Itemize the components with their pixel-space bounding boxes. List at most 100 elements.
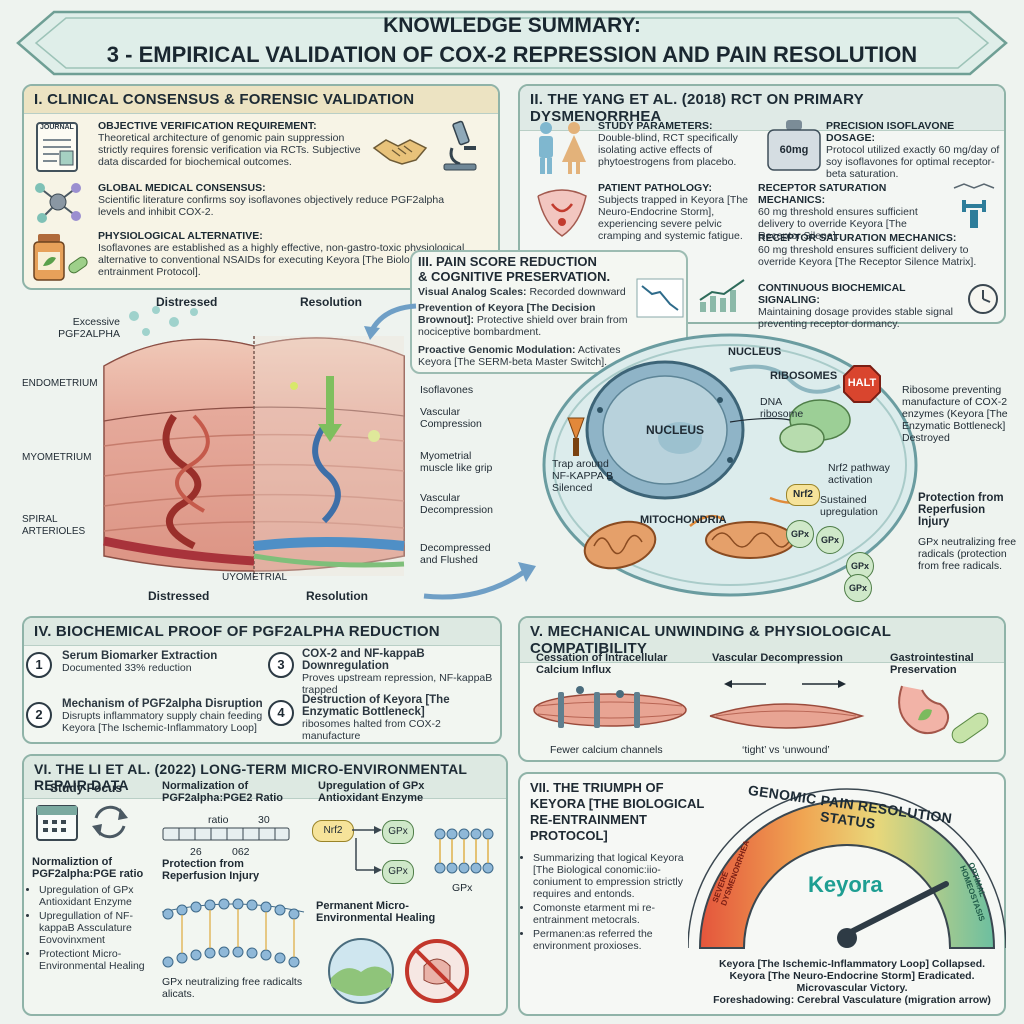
norm-title: Normalization of PGF2alpha:PGE2 Ratio <box>162 780 284 804</box>
s7-footer-2: Keyora [The Neuro-Endocrine Storm] Eradi… <box>729 970 975 982</box>
s5-col2-note: ‘tight’ vs ‘unwound’ <box>742 744 830 756</box>
migration-arrow-icon <box>423 562 536 600</box>
label-distressed-bottom: Distressed <box>148 589 210 603</box>
pathway-arrows <box>352 826 382 874</box>
s7-bullet-1: Summarizing that logical Keyora [The Bio… <box>533 852 694 900</box>
s6-left-title: Normaliztion of PGF2alpha:PGE ratio <box>32 856 144 880</box>
s2-item-dosage: PRECISION ISOFLAVONE DOSAGE:Protocol uti… <box>826 120 1000 180</box>
cell-membrane-bilayer-icon <box>161 898 305 968</box>
label-myometrium: MYOMETRIUM <box>22 452 92 463</box>
nrf2-badge: Nrf2 <box>786 484 820 506</box>
s6-gpx-badge-2: GPx <box>382 860 414 884</box>
s6-gpx-badge-1: GPx <box>382 820 414 844</box>
study-focus-label: Study Focus <box>50 781 123 795</box>
membrane-icon <box>434 828 494 874</box>
curved-arrow-icon <box>364 303 417 340</box>
s3-item-vas: Visual Analog Scales: Recorded downward <box>418 286 626 298</box>
s6-nrf2-badge: Nrf2 <box>312 820 354 842</box>
s6-prot-title: Protection from Reperfusion Injury <box>162 858 260 882</box>
s7-footer: Keyora [The Ischemic-Inflammatory Loop] … <box>702 958 1002 1006</box>
gpx-circle-1: GPx <box>786 520 814 548</box>
label-nrf2-activation: Nrf2 pathway activation <box>828 462 890 486</box>
label-vascular-compression: Vascular Compression <box>420 406 482 430</box>
panel-biochemical-proof: IV. BIOCHEMICAL PROOF OF PGF2ALPHA REDUC… <box>22 616 502 744</box>
panel-3-header: III. PAIN SCORE REDUCTION& COGNITIVE PRE… <box>418 254 611 284</box>
step-number-4: 4 <box>268 700 294 726</box>
panel-mechanical-unwinding: V. MECHANICAL UNWINDING & PHYSIOLOGICAL … <box>518 616 1006 762</box>
clock-icon <box>968 284 998 314</box>
s6-prot-text: GPx neutralizing free radicalts alicats. <box>162 976 303 1000</box>
label-sustained-upregulation: Sustained upregulation <box>820 494 878 518</box>
panel-5-header: V. MECHANICAL UNWINDING & PHYSIOLOGICAL … <box>520 618 1004 663</box>
gpx-circle-4: GPx <box>844 574 872 602</box>
molecule-icon <box>35 183 81 223</box>
label-resolution-bottom: Resolution <box>306 589 368 603</box>
landscape-healing-icon <box>328 938 394 1004</box>
s2-item-receptor-2: RECEPTOR SATURATION MECHANICS:60 mg thre… <box>758 232 977 268</box>
s5-col1-note: Fewer calcium channels <box>550 744 663 756</box>
s6-left-list: Upregulation of GPx Antioxidant Enzyme U… <box>30 884 154 974</box>
gpx-circle-2: GPx <box>816 526 844 554</box>
s6-perm-title: Permanent Micro-Environmental Healing <box>316 900 436 924</box>
panel-li-repair-data: VI. THE LI ET AL. (2022) LONG-TERM MICRO… <box>22 754 508 1016</box>
refresh-cycle-icon <box>92 805 128 839</box>
panel-2-header: II. THE YANG ET AL. (2018) RCT ON PRIMAR… <box>520 86 1004 131</box>
ratio-bar <box>162 827 290 841</box>
calendar-icon <box>36 805 78 841</box>
step-number-1: 1 <box>26 652 52 678</box>
label-decompressed-flushed: Decompressed and Flushed <box>420 542 491 566</box>
scale-icon <box>767 120 821 171</box>
label-endometrium: ENDOMETRIUM <box>22 378 98 389</box>
journal-label: JOURNAL <box>40 124 74 131</box>
label-distressed-top: Distressed <box>156 295 218 309</box>
panel-7-header: VII. THE TRIUMPH OF KEYORA [THE BIOLOGIC… <box>530 780 705 843</box>
s6-left-item-3: Protectiont Micro-Environmental Healing <box>39 948 154 972</box>
label-spiral-arterioles: SPIRAL ARTERIOLES <box>22 514 86 537</box>
supplement-bottle-icon <box>33 234 88 281</box>
s1-item-2: GLOBAL MEDICAL CONSENSUS:Scientific lite… <box>98 182 445 218</box>
step-number-3: 3 <box>268 652 294 678</box>
label-resolution-top: Resolution <box>300 295 362 309</box>
s7-bullet-list: Summarizing that logical Keyora [The Bio… <box>524 852 694 954</box>
s7-bullet-2: Comonste etarment mi re-entrainment meto… <box>533 902 694 926</box>
s7-bullet-3: Permanen:as referred the environment pro… <box>533 928 694 952</box>
s5-col2-title: Vascular Decompression <box>712 652 843 664</box>
journal-icon <box>36 122 78 172</box>
label-ribosome-note: Ribosome preventing manufacture of COX-2… <box>902 384 1008 444</box>
upreg-title: Upregulation of GPx Antioxidant Enzyme <box>318 780 425 804</box>
downtrend-chart-icon <box>636 278 684 318</box>
ratio-30: 30 <box>258 814 270 826</box>
halt-sign-icon <box>843 365 881 403</box>
stomach-capsule-icon <box>898 685 989 744</box>
label-mitochondria: MITOCHONDRIA <box>640 514 727 526</box>
panel-4-header: IV. BIOCHEMICAL PROOF OF PGF2ALPHA REDUC… <box>24 618 500 646</box>
panel-6-header: VI. THE LI ET AL. (2022) LONG-TERM MICRO… <box>24 756 506 799</box>
protection-text: GPx neutralizing free radicals (protecti… <box>918 536 1017 572</box>
handshake-icon <box>372 139 428 165</box>
s7-footer-3: Microvascular Victory. <box>796 982 908 994</box>
ratio-062: 062 <box>232 846 250 858</box>
unwound-muscle-icon <box>709 680 865 729</box>
s1-item-1: OBJECTIVE VERIFICATION REQUIREMENT:Theor… <box>98 120 361 168</box>
s5-col3-title: Gastrointestinal Preservation <box>890 652 974 676</box>
ratio-26: 26 <box>190 846 202 858</box>
label-vascular-decompression: Vascular Decompression <box>420 492 493 516</box>
panel-1-header: I. CLINICAL CONSENSUS & FORENSIC VALIDAT… <box>24 86 498 114</box>
s6-gpx-label: GPx <box>452 882 473 894</box>
uptrend-chart-icon <box>699 279 745 312</box>
keyora-brand-logo: Keyora <box>808 872 883 897</box>
male-female-icon <box>539 122 586 174</box>
ratio-label: ratio <box>208 814 229 826</box>
title-banner <box>16 10 1008 76</box>
s2-item-signaling: CONTINUOUS BIOCHEMICAL SIGNALING:Maintai… <box>758 282 953 330</box>
s2-item-study: STUDY PARAMETERS:Double-blind, RCT speci… <box>598 120 738 168</box>
s3-item-brownout: Prevention of Keyora [The Decision Brown… <box>418 302 628 338</box>
dose-label: 60mg <box>779 144 809 156</box>
pelvis-icon <box>537 189 587 237</box>
s7-footer-4: Foreshadowing: Cerebral Vasculature (mig… <box>713 994 991 1006</box>
uterine-tissue-cross-section <box>103 306 405 578</box>
s2-item-receptor-1: RECEPTOR SATURATION MECHANICS:60 mg thre… <box>758 182 918 242</box>
label-isoflavones: Isoflavones <box>420 384 474 396</box>
